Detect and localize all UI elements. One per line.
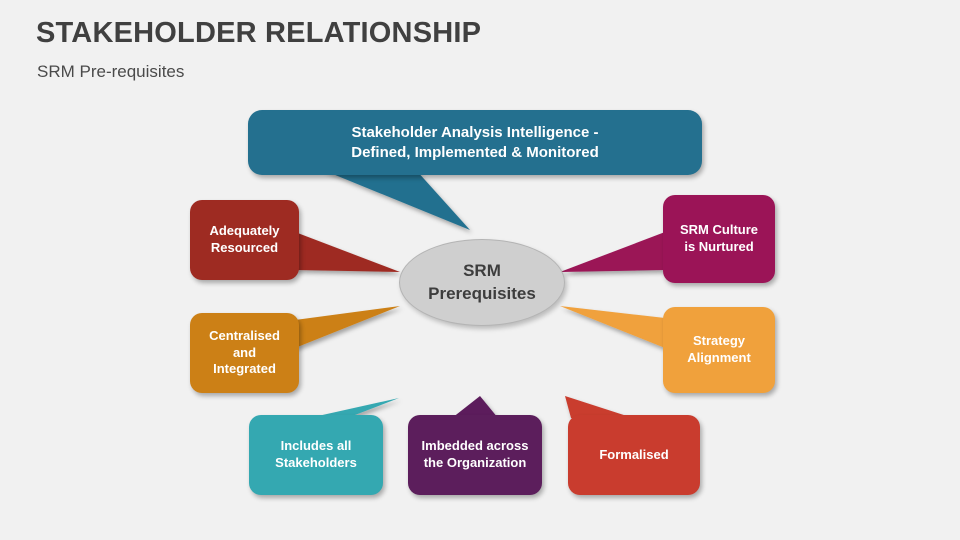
- callout-line-1: Centralised and: [209, 328, 280, 360]
- callout-text: Strategy Alignment: [687, 333, 751, 366]
- center-node-text: SRM Prerequisites: [428, 260, 536, 304]
- tail-stakeholder-analysis-intelligence: [323, 170, 470, 230]
- callout-line-2: Resourced: [210, 240, 279, 255]
- callout-text: Imbedded across the Organization: [422, 438, 529, 471]
- callout-line-2: Alignment: [687, 350, 751, 365]
- callout-line-1: Imbedded across: [421, 438, 529, 454]
- callout-line-2: is Nurtured: [684, 239, 754, 254]
- callout-line-2: Integrated: [213, 361, 276, 377]
- page-title: STAKEHOLDER RELATIONSHIP: [36, 17, 482, 49]
- callout-line-1: Strategy: [692, 333, 746, 349]
- callout-text: Adequately Resourced: [209, 223, 279, 256]
- center-node-line-1: SRM: [463, 261, 501, 281]
- callout-line-2: Stakeholders: [275, 455, 357, 470]
- center-node-srm-prerequisites[interactable]: SRM Prerequisites: [399, 239, 565, 326]
- callout-text: Includes all Stakeholders: [275, 438, 357, 471]
- callout-line-1: Adequately: [209, 223, 280, 239]
- callout-line-1: Formalised: [599, 446, 669, 462]
- tail-strategy-alignment: [560, 306, 665, 348]
- callout-strategy-alignment[interactable]: Strategy Alignment: [663, 307, 775, 393]
- callout-line-2: Defined, Implemented & Monitored: [351, 143, 599, 161]
- callout-text: Formalised: [599, 447, 668, 464]
- center-node-line-2: Prerequisites: [428, 283, 536, 303]
- callout-line-2: the Organization: [423, 455, 527, 470]
- callout-centralised-and-integrated[interactable]: Centralised and Integrated: [190, 313, 299, 393]
- callout-formalised[interactable]: Formalised: [568, 415, 700, 495]
- callout-text: Centralised and Integrated: [198, 328, 291, 378]
- callout-line-1: Stakeholder Analysis Intelligence -: [351, 124, 599, 142]
- callout-text: Stakeholder Analysis Intelligence - Defi…: [351, 123, 599, 161]
- tail-includes-all-stakeholders: [300, 398, 399, 420]
- tail-formalised: [565, 396, 633, 418]
- callout-imbedded-across-the-organization[interactable]: Imbedded across the Organization: [408, 415, 542, 495]
- tail-srm-culture-is-nurtured: [560, 232, 665, 272]
- callout-includes-all-stakeholders[interactable]: Includes all Stakeholders: [249, 415, 383, 495]
- callout-text: SRM Culture is Nurtured: [680, 222, 758, 255]
- callout-adequately-resourced[interactable]: Adequately Resourced: [190, 200, 299, 280]
- callout-srm-culture-is-nurtured[interactable]: SRM Culture is Nurtured: [663, 195, 775, 283]
- tail-centralised-and-integrated: [295, 306, 400, 348]
- callout-line-1: SRM Culture: [680, 222, 758, 238]
- page-subtitle: SRM Pre-requisites: [37, 62, 185, 81]
- tail-imbedded-across-the-organization: [452, 396, 498, 418]
- tail-adequately-resourced: [295, 232, 400, 272]
- callout-stakeholder-analysis-intelligence[interactable]: Stakeholder Analysis Intelligence - Defi…: [248, 110, 702, 175]
- callout-line-1: Includes all: [280, 438, 352, 454]
